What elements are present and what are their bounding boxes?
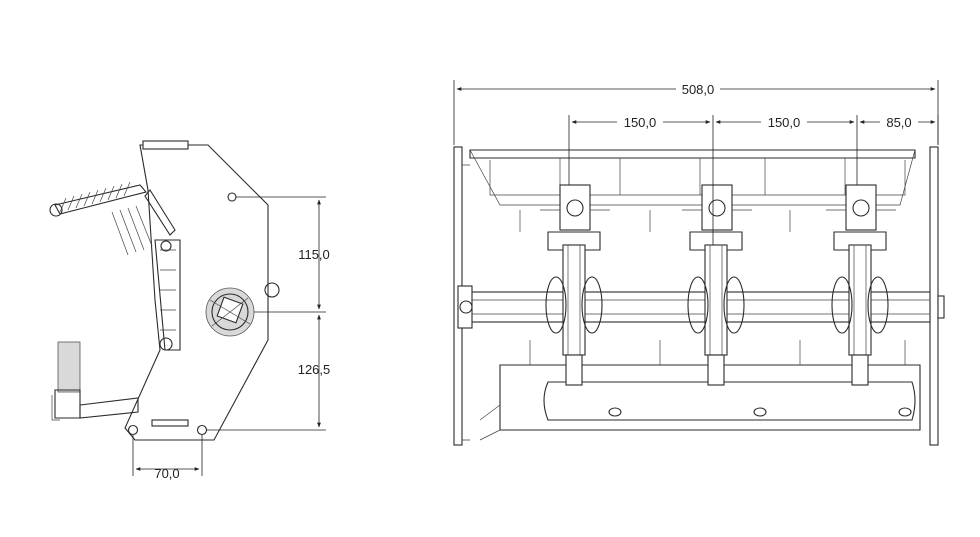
dim-overall-label: 508,0 — [682, 82, 715, 97]
dim-lower-label: 126,5 — [298, 362, 331, 377]
dim-126: 126,5 — [206, 314, 331, 431]
base-bar — [479, 364, 921, 441]
side-plate — [124, 144, 269, 441]
side-plate-top-tab — [142, 140, 189, 150]
dim-pitch-1-label: 150,0 — [624, 115, 657, 130]
side-view: 115,0 126,5 70,0 — [49, 140, 331, 481]
dim-pitch: 150,0 150,0 85,0 — [568, 114, 939, 245]
plate-slot — [151, 419, 189, 427]
dim-bottom-label: 70,0 — [154, 466, 179, 481]
frame-right-plate — [929, 146, 939, 446]
pole-2 — [682, 184, 752, 386]
contact-fingers — [49, 181, 176, 256]
linkage — [154, 239, 181, 351]
pole-1 — [540, 184, 610, 386]
rotary-shaft — [205, 282, 280, 337]
dim-508: 508,0 — [453, 80, 939, 145]
dim-pitch-2-label: 150,0 — [768, 115, 801, 130]
dim-upper-label: 115,0 — [298, 247, 330, 262]
top-rail — [469, 149, 916, 159]
plate-hole — [127, 424, 139, 436]
dim-edge-label: 85,0 — [886, 115, 911, 130]
dim-115: 115,0 — [236, 196, 330, 313]
pole-3 — [826, 184, 896, 386]
front-view: 508,0 150,0 150,0 85,0 — [453, 80, 945, 446]
operating-lever — [51, 341, 139, 421]
dim-70: 70,0 — [132, 435, 203, 481]
